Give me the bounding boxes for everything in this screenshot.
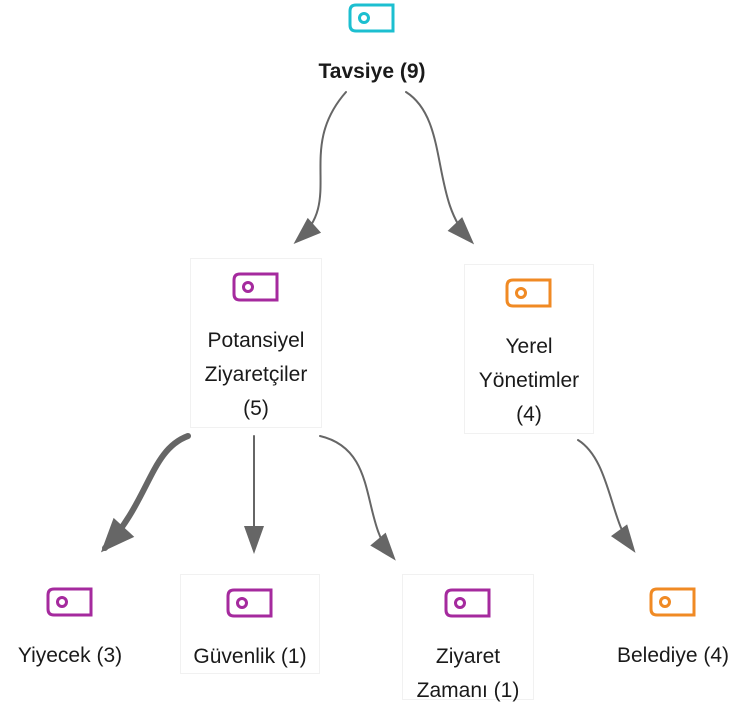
arrowhead <box>370 532 396 561</box>
edge-root-yerel <box>405 91 475 245</box>
edge-yerel-belediye <box>577 439 636 553</box>
node-ziyaret[interactable]: Ziyaret Zamanı (1) <box>402 574 534 702</box>
tag-icon <box>347 2 397 45</box>
edge-potansiyel-guvenlik <box>244 435 264 554</box>
arrowhead <box>447 217 475 245</box>
tag-icon <box>231 271 281 314</box>
node-potansiyel[interactable]: Potansiyel Ziyaretçiler (5) <box>190 258 322 428</box>
node-belediye[interactable]: Belediye (4) <box>602 578 744 673</box>
node-label: Belediye (4) <box>616 644 730 667</box>
arrowhead <box>100 517 135 553</box>
node-label: Potansiyel Ziyaretçiler (5) <box>204 329 308 420</box>
tag-icon <box>443 587 493 630</box>
node-yerel[interactable]: Yerel Yönetimler (4) <box>464 264 594 434</box>
tag-icon <box>45 586 95 629</box>
edge-potansiyel-ziyaret <box>319 435 396 561</box>
arrowhead <box>293 217 322 245</box>
tag-icon <box>225 587 275 630</box>
node-label: Yiyecek (3) <box>17 644 123 667</box>
tag-icon <box>504 277 554 320</box>
tag-icon <box>648 586 698 629</box>
node-label: Yerel Yönetimler (4) <box>478 335 580 426</box>
arrowhead <box>610 524 636 553</box>
arrowhead <box>244 526 264 554</box>
edge-root-potansiyel <box>293 91 347 245</box>
node-label: Tavsiye (9) <box>318 60 426 83</box>
node-yiyecek[interactable]: Yiyecek (3) <box>0 578 140 673</box>
node-root[interactable]: Tavsiye (9) <box>282 2 462 89</box>
edge-potansiyel-yiyecek <box>100 433 191 553</box>
node-label: Ziyaret Zamanı (1) <box>416 645 520 702</box>
node-label: Güvenlik (1) <box>193 645 307 668</box>
node-guvenlik[interactable]: Güvenlik (1) <box>180 574 320 674</box>
